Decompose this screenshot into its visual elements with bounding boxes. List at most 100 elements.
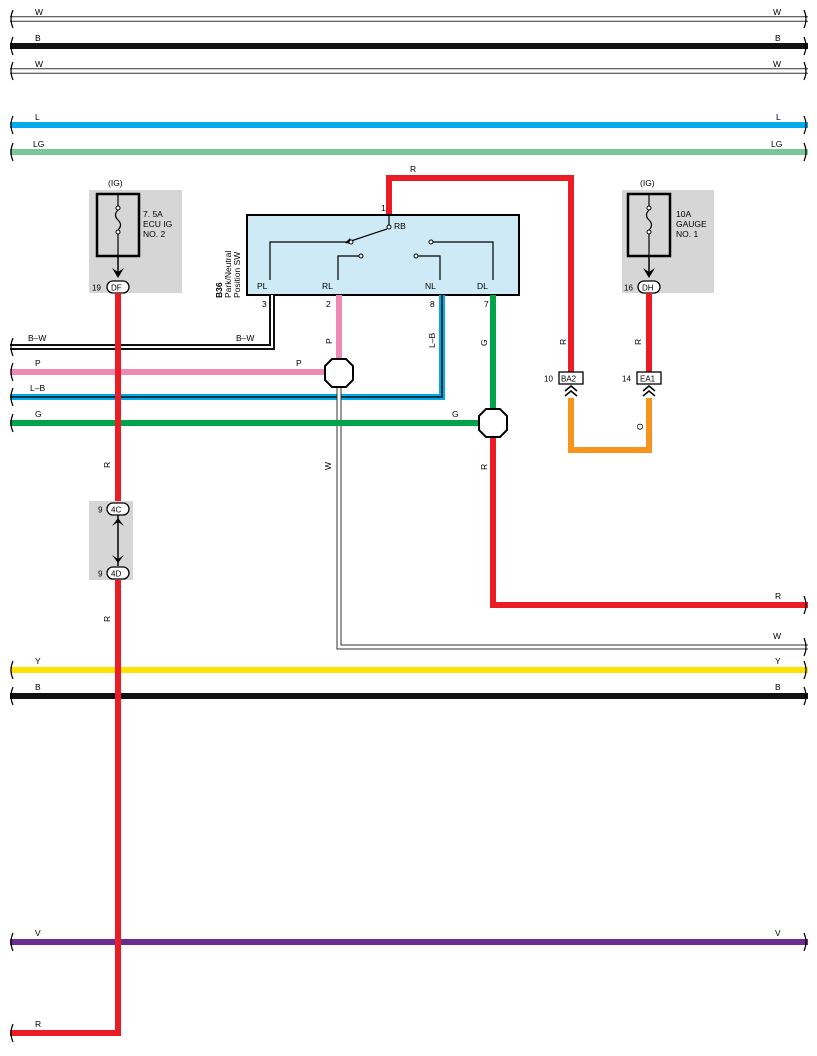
- wire-label-y-right: Y: [775, 656, 781, 666]
- switch-terminal-pl: PL: [257, 281, 268, 291]
- fuse-right-source: (IG): [640, 178, 655, 188]
- fuse-right-rating: 10A: [676, 209, 691, 219]
- wire-label-p: P: [296, 358, 302, 368]
- wire-label-b-low: B: [35, 682, 41, 692]
- wire-label-w-right: W: [773, 631, 781, 641]
- wire-label-w-vertical: W: [323, 462, 333, 470]
- switch-terminal-rb: RB: [394, 221, 406, 231]
- fuse-right-name-2: NO. 1: [676, 229, 698, 239]
- connector-ba2-pin: 10: [544, 375, 553, 384]
- connector-ba2-label: BA2: [561, 375, 577, 384]
- arrow-down-icon: [643, 268, 655, 278]
- wire-label-g-vertical: G: [479, 339, 489, 346]
- wire-label-p-vertical: P: [324, 338, 334, 344]
- wire-label-w-mid-right: W: [773, 59, 781, 69]
- connector-4c-label: 4C: [111, 506, 121, 515]
- switch-pin-3: 3: [262, 299, 267, 309]
- wire-o: O: [568, 398, 652, 453]
- fuse-left-rating: 7. 5A: [143, 209, 163, 219]
- connector-4d-pin: 9: [98, 570, 103, 579]
- wire-l-b: L–B L–B: [10, 295, 445, 407]
- wire-label-v-right: V: [775, 928, 781, 938]
- switch-pin-8: 8: [430, 299, 435, 309]
- bus-wire-b-top: B B: [10, 33, 808, 56]
- splice-p: [324, 358, 354, 388]
- wire-p: P P P: [10, 295, 342, 382]
- wire-label-r-trunk-1: R: [102, 462, 112, 468]
- arrow-down-icon: [112, 555, 124, 563]
- bus-wire-b-low: B B: [10, 682, 808, 706]
- wire-label-w-mid: W: [35, 59, 43, 69]
- wire-label-r-ea1: R: [633, 339, 643, 345]
- connector-ea1-label: EA1: [640, 375, 656, 384]
- connector-df-pin: 19: [92, 284, 101, 293]
- wire-r-to-switch: R R: [386, 164, 574, 372]
- fuse-gauge-no1: (IG) 10A GAUGE NO. 1 DH 16: [622, 178, 714, 294]
- fuse-left-name-2: NO. 2: [143, 229, 165, 239]
- wire-label-l-b-left: L–B: [30, 383, 45, 393]
- inline-connector-4c-4d: 4C 9 4D 9: [89, 501, 133, 580]
- connector-dh-label: DH: [642, 284, 654, 293]
- switch-terminal-nl: NL: [425, 281, 436, 291]
- bus-wire-lg: LG LG: [10, 139, 808, 162]
- wire-r-dh-ea1: R: [633, 293, 652, 372]
- connector-4d-label: 4D: [111, 570, 121, 579]
- wire-label-r-trunk-2: R: [102, 616, 112, 622]
- arrow-down-icon: [112, 268, 124, 278]
- switch-terminal-dl: DL: [477, 281, 488, 291]
- switch-terminal-rl: RL: [322, 281, 333, 291]
- wire-label-y: Y: [35, 656, 41, 666]
- wire-label-w-top-right: W: [773, 7, 781, 17]
- bus-wire-y: Y Y: [10, 656, 808, 680]
- chevron-up-icon: [564, 390, 578, 397]
- connector-dh-pin: 16: [624, 284, 633, 293]
- wire-label-g-left: G: [35, 409, 42, 419]
- connector-df-label: DF: [111, 284, 122, 293]
- fuse-left-source: (IG): [108, 178, 123, 188]
- bus-wire-l: L L: [10, 112, 808, 135]
- switch-code: B36: [214, 282, 224, 298]
- switch-name-2: Position SW: [232, 252, 242, 298]
- wire-label-l: L: [35, 112, 40, 122]
- connector-ea1-pin: 14: [622, 375, 631, 384]
- bus-wire-w-top: W W: [10, 7, 808, 29]
- wire-b-w: B–W B–W: [10, 295, 275, 357]
- chevron-up-icon: [642, 385, 656, 392]
- connector-4d: [106, 566, 130, 580]
- chevron-up-icon: [564, 385, 578, 392]
- wire-g: G G G: [10, 295, 496, 433]
- wire-label-r-right: R: [775, 591, 781, 601]
- wire-label-v: V: [35, 928, 41, 938]
- wire-label-b-w: B–W: [236, 333, 254, 343]
- wire-label-lg: LG: [33, 139, 44, 149]
- wire-label-r-bottom: R: [35, 1019, 41, 1029]
- switch-pin-2: 2: [326, 299, 331, 309]
- switch-pin-1: 1: [381, 203, 386, 213]
- wire-label-l-b: L–B: [427, 333, 437, 348]
- wire-label-w-top: W: [35, 7, 43, 17]
- wire-label-g: G: [452, 409, 459, 419]
- connector-4c-pin: 9: [98, 506, 103, 515]
- chevron-up-icon: [642, 390, 656, 397]
- wire-r-right: R R: [479, 437, 808, 615]
- splice-g: [478, 408, 508, 438]
- wire-label-b-top: B: [35, 33, 41, 43]
- fuse-ecu-ig-no2: (IG) 7. 5A ECU IG NO. 2 DF 19: [89, 178, 182, 294]
- arrow-up-icon: [112, 518, 124, 526]
- wire-label-r-ba2: R: [558, 339, 568, 345]
- wire-label-r-top: R: [410, 164, 416, 174]
- connector-ba2: BA2 10: [544, 371, 584, 397]
- wire-w-right: W W: [323, 385, 808, 657]
- wire-label-l-right: L: [776, 112, 781, 122]
- bus-wire-w-mid: W W: [10, 59, 808, 81]
- park-neutral-position-switch: 1 RB PL RL NL DL 3 2 8 7 B36 Park/Neutra…: [214, 203, 520, 309]
- fuse-right-name-1: GAUGE: [676, 219, 707, 229]
- wire-label-r-splice: R: [479, 464, 489, 470]
- connector-ea1: EA1 14: [622, 371, 662, 397]
- switch-pin-7: 7: [484, 299, 489, 309]
- wire-label-b-w-left: B–W: [28, 333, 46, 343]
- switch-name-1: Park/Neutral: [223, 251, 233, 298]
- wire-label-o: O: [635, 423, 645, 430]
- bus-wire-v: V V: [10, 928, 808, 952]
